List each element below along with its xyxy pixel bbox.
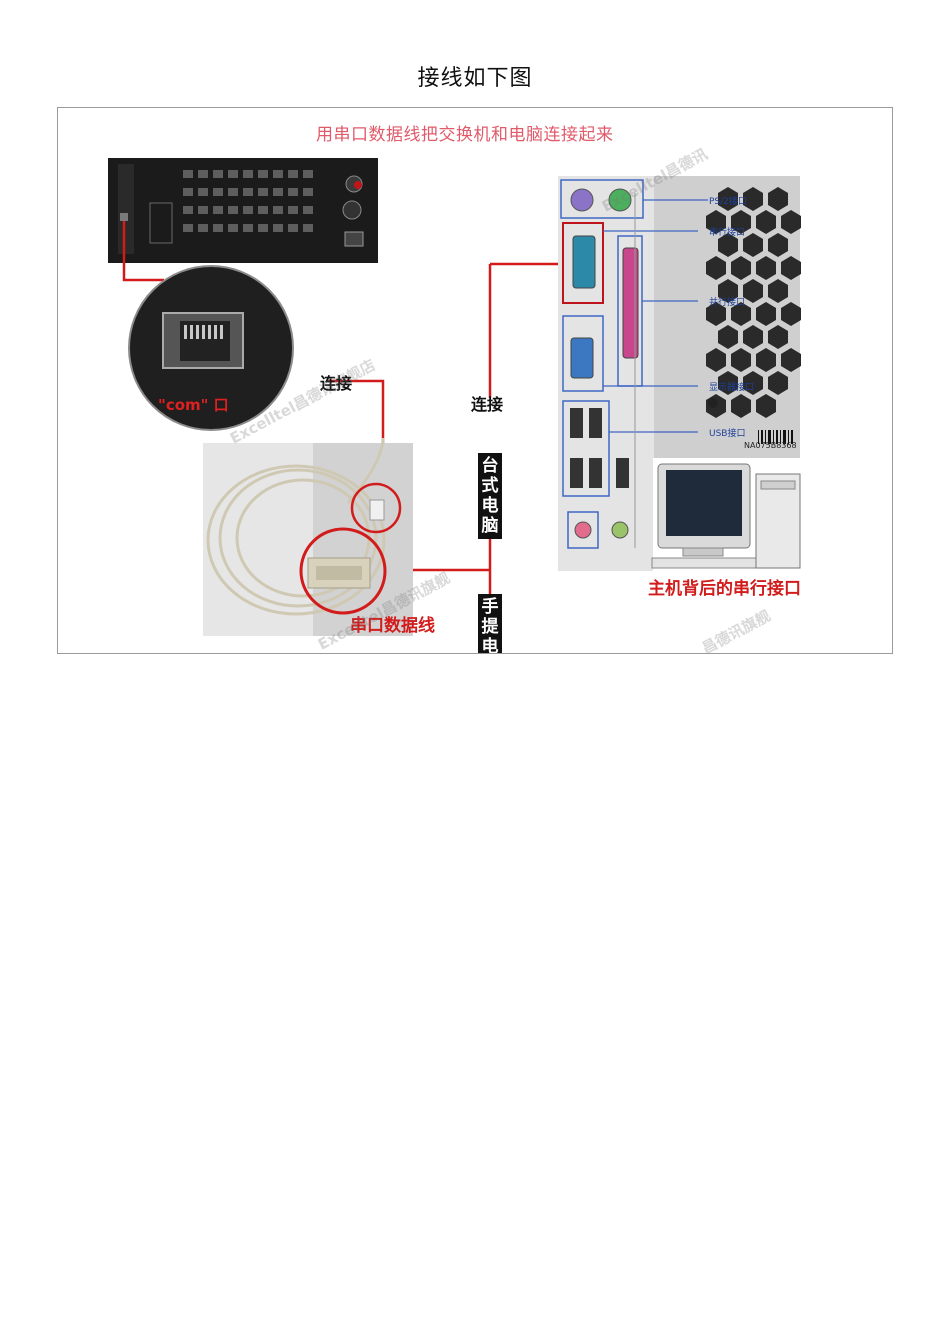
- rear-serial-port-label: 主机背后的串行接口: [648, 579, 801, 599]
- laptop-label: 手提电: [478, 594, 502, 653]
- wiring-diagram-illustration: [108, 158, 801, 636]
- switch-device: [108, 158, 378, 263]
- page-title: 接线如下图: [417, 66, 533, 91]
- com-port-label: "com" 口: [158, 396, 229, 414]
- serial-cable-photo: [203, 437, 413, 636]
- serial-cable-label: 串口数据线: [350, 616, 435, 636]
- figure-caption: 用串口数据线把交换机和电脑连接起来: [316, 125, 614, 145]
- wiring-diagram-figure: 用串口数据线把交换机和电脑连接起来 "com" 口 连接 连接 台式电脑 手提电…: [57, 107, 893, 654]
- desktop-computer: [651, 458, 801, 573]
- connection-lines: [122, 221, 558, 598]
- ps2-port-label: PS/2接口: [709, 197, 747, 207]
- display-port-label: 显示器接口: [709, 383, 755, 393]
- barcode-text: NA075B8368: [744, 441, 797, 450]
- desktop-computer-label: 台式电脑: [478, 453, 502, 539]
- connect-label-switch: 连接: [320, 374, 353, 393]
- serial-port-label: 串行接口: [709, 228, 746, 238]
- com-port-closeup: [128, 265, 294, 431]
- parallel-port-label: 并行接口: [709, 298, 746, 308]
- connect-label-computer: 连接: [471, 395, 504, 414]
- usb-port-label: USB接口: [709, 429, 746, 439]
